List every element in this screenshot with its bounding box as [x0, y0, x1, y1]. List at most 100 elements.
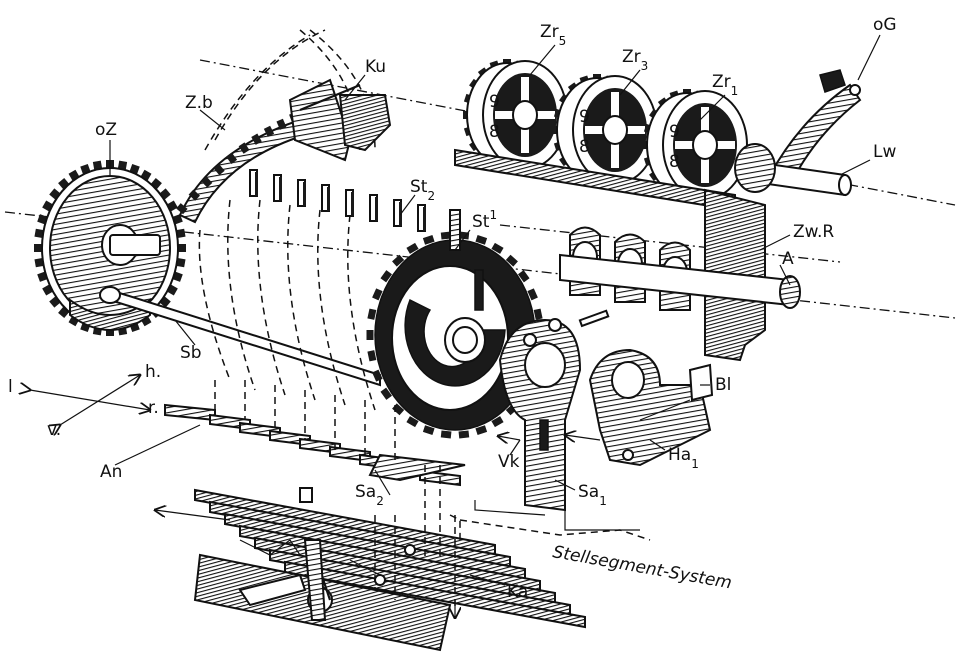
label-vk: Vk	[498, 452, 520, 472]
ka-slider-pin	[374, 574, 386, 586]
label-ka: Ka	[507, 582, 528, 602]
zb-segment-tooth	[201, 176, 213, 188]
ku-cam	[288, 78, 392, 162]
zb-segment-tooth	[276, 118, 287, 130]
label-st1: St1	[472, 208, 497, 232]
label-zr1: Zr1	[712, 72, 738, 98]
st1-wheel-tooth	[406, 242, 419, 254]
ka-slider-pin	[404, 544, 416, 556]
st1-wheel-tooth	[491, 416, 504, 428]
st2-pin-shadow	[279, 177, 282, 201]
zb-segment-tooth	[188, 189, 200, 201]
label-v: v.	[47, 420, 61, 440]
label-ku: Ku	[365, 57, 386, 77]
zr-wheel-digit: 8	[489, 122, 500, 142]
label-h: h.	[145, 362, 161, 382]
st1-wheel-tooth	[458, 430, 470, 439]
ha1-lever	[588, 348, 712, 467]
sa2-plate	[368, 453, 466, 482]
label-ha1: Ha1	[668, 445, 699, 471]
label-r: r.	[148, 398, 159, 418]
ka-slider-stop	[299, 487, 313, 503]
zr-wheel-center	[692, 130, 718, 160]
st2-pin-shadow	[327, 187, 330, 211]
direction-cross	[30, 375, 150, 425]
st1-wheel-tooth	[372, 288, 383, 301]
label-zr5: Zr5	[540, 22, 566, 48]
st2-pin-shadow	[375, 197, 378, 221]
label-an: An	[100, 462, 122, 482]
zb-segment-tooth	[263, 125, 275, 137]
zb-segment-tooth	[238, 142, 250, 154]
ka-slider-bar	[284, 560, 586, 629]
oz-gear-tooth	[34, 244, 42, 252]
label-bl: Bl	[715, 375, 731, 395]
st1-wheel-tooth	[475, 425, 488, 435]
sa1-lever	[498, 309, 610, 512]
st1-wheel-tooth	[475, 235, 488, 245]
st1-wheel-tooth	[366, 330, 374, 340]
zb-segment	[176, 112, 307, 224]
st2-pin-shadow	[351, 192, 354, 216]
st1-wheel-tooth	[380, 387, 393, 400]
leader-lines	[109, 34, 881, 586]
drop-lines	[214, 380, 456, 610]
st2-pin-shadow	[303, 182, 306, 206]
zr-wheel-zr5: 98	[463, 59, 568, 171]
label-a: A	[782, 249, 794, 269]
zb-segment-tooth	[176, 203, 188, 215]
st1-wheel-tooth	[406, 416, 419, 428]
label-sb: Sb	[180, 343, 202, 363]
label-stellsegment: Stellsegment-System	[551, 542, 733, 593]
label-l: l	[8, 377, 13, 397]
label-lw: Lw	[873, 142, 896, 162]
oz-gear	[34, 160, 186, 336]
label-sa1: Sa1	[578, 482, 607, 508]
zr-wheel-digit: 9	[489, 92, 500, 112]
st1-wheel-tooth	[440, 231, 452, 240]
st1-wheel-tooth	[517, 270, 530, 283]
st1-wheel	[366, 209, 544, 439]
bottom-bar	[193, 539, 452, 652]
oz-gear-tooth	[176, 257, 186, 268]
st2-pins	[249, 169, 426, 232]
st1-wheel-tooth	[392, 254, 405, 267]
oz-gear-tooth	[176, 228, 186, 239]
label-oz: oZ	[95, 120, 117, 140]
zr-wheel-zr3: 98	[553, 74, 658, 186]
zr-wheel-digit: 8	[669, 152, 680, 172]
st1-wheel-tooth	[422, 425, 435, 435]
og-lever	[768, 69, 862, 187]
oz-gear-tooth	[178, 244, 186, 252]
zr-wheel-center	[512, 100, 538, 130]
lw-shaft	[734, 143, 852, 197]
zr-wheel-digit: 9	[669, 122, 680, 142]
stellsegment-bracket	[449, 500, 651, 541]
st1-wheel-tooth	[367, 350, 377, 362]
an-rack-head	[164, 403, 216, 422]
st1-wheel-tooth	[491, 242, 504, 254]
st1-wheel-tooth	[527, 288, 538, 301]
st2-pin-shadow	[255, 172, 258, 196]
st1-wheel-tooth	[458, 231, 470, 240]
zr-wheel-digit: 9	[579, 107, 590, 127]
shaft-sb	[99, 286, 381, 387]
a-shaft	[559, 253, 801, 309]
label-sa2: Sa2	[355, 482, 384, 508]
label-zwr: Zw.R	[793, 222, 834, 242]
st1-wheel-tooth	[422, 235, 435, 245]
st1-wheel-tooth	[380, 270, 393, 283]
zb-segment-tooth	[251, 133, 262, 145]
label-og: oG	[873, 15, 897, 35]
st2-pin-shadow	[423, 207, 426, 231]
label-zr3: Zr3	[622, 47, 648, 73]
zb-segment-tooth	[226, 152, 238, 164]
label-zb: Z.b	[185, 93, 213, 113]
label-st2: St2	[410, 177, 435, 203]
st1-wheel-tooth	[440, 430, 452, 439]
st1-wheel-tooth	[367, 308, 377, 320]
oz-gear-tooth	[117, 160, 128, 170]
st1-wheel-tooth	[505, 254, 518, 267]
motion-arrows	[155, 435, 601, 618]
